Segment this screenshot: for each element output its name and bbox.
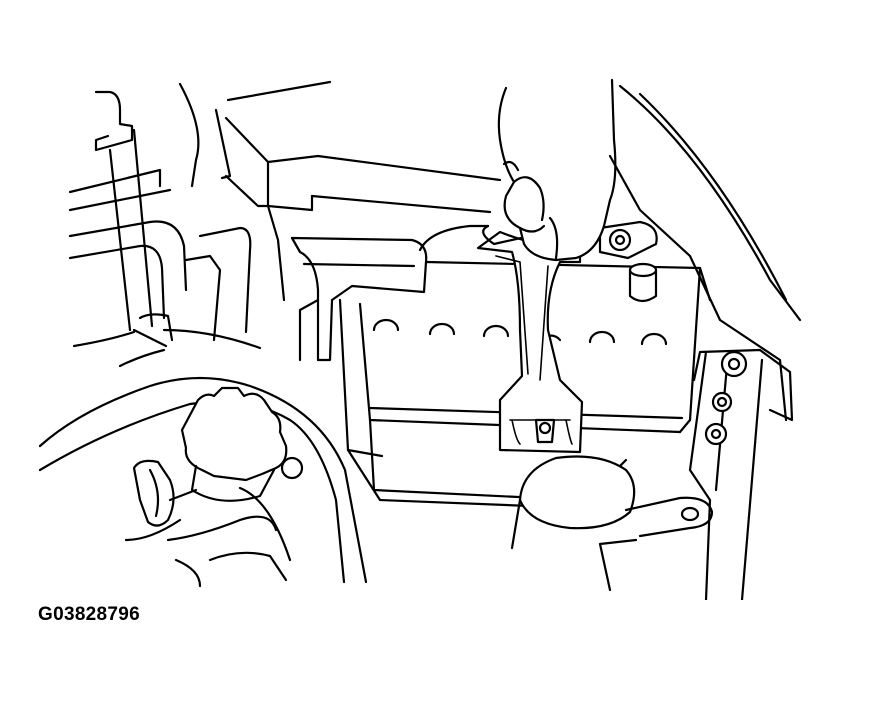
coolant-hose: [38, 226, 368, 584]
battery-hold-down: [290, 236, 428, 362]
oil-filler-cap: [180, 386, 304, 502]
right-fender-panel: [608, 84, 802, 600]
lower-left-fittings: [124, 459, 292, 588]
left-bodywork: [68, 80, 332, 332]
fender-bolts: [704, 350, 748, 446]
terminal-cover: [510, 455, 714, 592]
negative-cable-strap: [476, 230, 584, 454]
engine-bay-battery-illustration: [38, 78, 802, 600]
negative-terminal-clamp: [418, 220, 658, 260]
technician-hand: [497, 78, 617, 262]
figure-id-label: G03828796: [38, 604, 141, 625]
positive-terminal: [628, 262, 658, 303]
battery-vent-caps: [372, 318, 668, 346]
air-box-housing: [224, 116, 502, 302]
